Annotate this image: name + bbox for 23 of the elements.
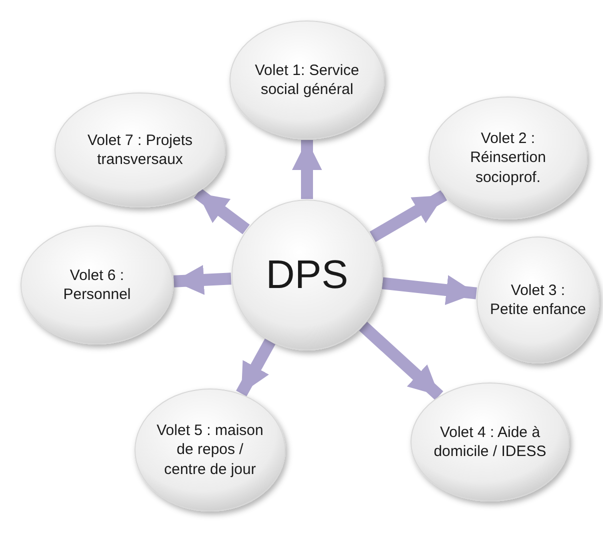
topic-label: Volet 2 : Réinsertion socioprof. <box>469 128 547 188</box>
topic-ellipse <box>20 225 174 345</box>
topic-label: Volet 5 : maison de repos / centre de jour <box>156 420 264 480</box>
arrow <box>370 190 448 242</box>
topic-ellipse <box>410 382 570 502</box>
arrow <box>194 188 250 234</box>
topic-label: Volet 6 : Personnel <box>62 266 132 304</box>
center-label: DPS <box>266 252 348 299</box>
arrow <box>359 322 444 400</box>
topic-ellipse <box>134 388 286 512</box>
topic-label: Volet 3 : Petite enfance <box>490 280 586 320</box>
center-circle <box>231 199 383 351</box>
topic-ellipse <box>54 92 226 208</box>
topic-ellipse <box>229 20 385 140</box>
topic-ellipse <box>476 236 600 364</box>
topic-ellipse <box>428 96 588 220</box>
topic-label: Volet 1: Service social général <box>254 60 360 100</box>
topic-label: Volet 7 : Projets transversaux <box>86 130 194 170</box>
arrow <box>174 264 232 295</box>
topic-label: Volet 4 : Aide à domicile / IDESS <box>432 422 548 462</box>
arrow <box>292 140 322 199</box>
arrow <box>236 338 276 396</box>
arrow <box>382 275 477 305</box>
